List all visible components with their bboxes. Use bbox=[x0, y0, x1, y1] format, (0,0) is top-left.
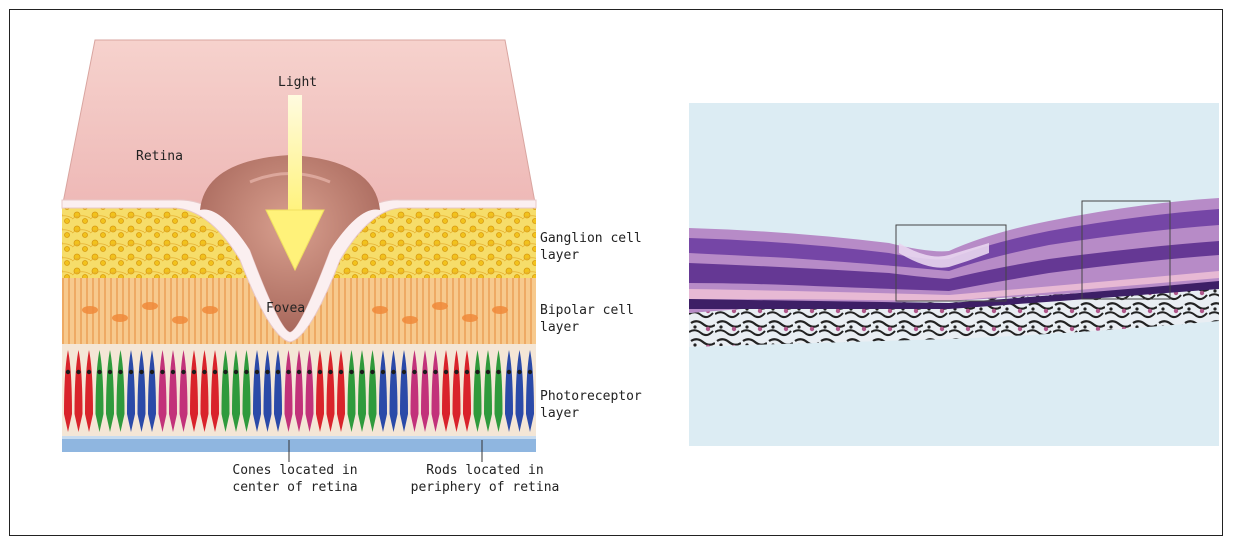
receptor-nucleus bbox=[454, 370, 458, 374]
receptor-nucleus bbox=[97, 370, 101, 374]
receptor-nucleus bbox=[139, 370, 143, 374]
receptor-nucleus bbox=[66, 370, 70, 374]
receptor-nucleus bbox=[129, 370, 133, 374]
receptor-nucleus bbox=[244, 370, 248, 374]
pigment-epithelium bbox=[62, 438, 536, 452]
receptor-nucleus bbox=[528, 370, 532, 374]
receptor-nucleus bbox=[412, 370, 416, 374]
receptor-nucleus bbox=[307, 370, 311, 374]
receptor-nucleus bbox=[171, 370, 175, 374]
receptor-nucleus bbox=[118, 370, 122, 374]
receptor-nucleus bbox=[276, 370, 280, 374]
retina-label: Retina bbox=[136, 148, 183, 165]
receptor-nucleus bbox=[423, 370, 427, 374]
receptor-nucleus bbox=[181, 370, 185, 374]
receptor-nucleus bbox=[150, 370, 154, 374]
receptor-nucleus bbox=[265, 370, 269, 374]
receptor-nucleus bbox=[370, 370, 374, 374]
receptor-nucleus bbox=[286, 370, 290, 374]
receptor-nucleus bbox=[349, 370, 353, 374]
receptor-nucleus bbox=[318, 370, 322, 374]
light-label: Light bbox=[278, 74, 317, 91]
fovea-label: Fovea bbox=[266, 300, 305, 317]
receptor-nucleus bbox=[234, 370, 238, 374]
receptor-nucleus bbox=[517, 370, 521, 374]
retina-micrograph bbox=[689, 103, 1219, 446]
receptor-nucleus bbox=[475, 370, 479, 374]
photoreceptor-layer-label: Photoreceptor layer bbox=[540, 388, 642, 422]
bipolar-layer-label: Bipolar cell layer bbox=[540, 302, 634, 336]
receptor-nucleus bbox=[465, 370, 469, 374]
receptor-nucleus bbox=[391, 370, 395, 374]
cones-caption: Cones located in center of retina bbox=[230, 462, 360, 496]
receptor-nucleus bbox=[507, 370, 511, 374]
receptor-nucleus bbox=[496, 370, 500, 374]
receptor-nucleus bbox=[76, 370, 80, 374]
receptor-nucleus bbox=[339, 370, 343, 374]
receptor-nucleus bbox=[213, 370, 217, 374]
ganglion-layer-label: Ganglion cell layer bbox=[540, 230, 642, 264]
receptor-nucleus bbox=[202, 370, 206, 374]
receptor-nucleus bbox=[486, 370, 490, 374]
receptor-nucleus bbox=[297, 370, 301, 374]
receptor-nucleus bbox=[192, 370, 196, 374]
receptor-nucleus bbox=[328, 370, 332, 374]
rods-caption: Rods located in periphery of retina bbox=[410, 462, 560, 496]
receptor-nucleus bbox=[108, 370, 112, 374]
receptor-nucleus bbox=[360, 370, 364, 374]
receptor-nucleus bbox=[255, 370, 259, 374]
receptor-nucleus bbox=[87, 370, 91, 374]
receptor-nucleus bbox=[444, 370, 448, 374]
receptor-nucleus bbox=[223, 370, 227, 374]
receptor-nucleus bbox=[402, 370, 406, 374]
receptor-nucleus bbox=[433, 370, 437, 374]
receptor-nucleus bbox=[381, 370, 385, 374]
receptor-nucleus bbox=[160, 370, 164, 374]
